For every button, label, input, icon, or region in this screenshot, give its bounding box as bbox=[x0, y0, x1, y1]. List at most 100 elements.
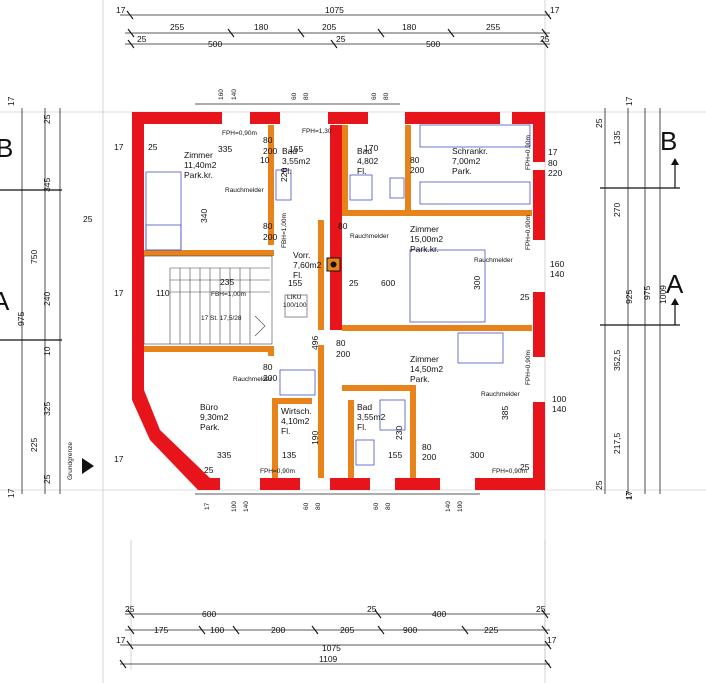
left-dim-17d: 17 bbox=[114, 288, 124, 298]
win-top-160: 160 bbox=[218, 89, 225, 100]
door-dim-200d: 200 bbox=[410, 165, 424, 175]
room-8-area: 4,10m2 bbox=[281, 416, 310, 426]
rauchmelder-4: Rauchmelder bbox=[233, 376, 272, 383]
rauchmelder-5: Rauchmelder bbox=[481, 391, 520, 398]
door-dim-200a: 200 bbox=[263, 146, 277, 156]
top-dimensions: 17 1075 17 255 180 205 180 255 25 500 25… bbox=[116, 5, 560, 49]
fbh-label: FBH=1,00m bbox=[211, 291, 246, 298]
rauchmelder-2: Rauchmelder bbox=[350, 233, 389, 240]
top-dim-205: 205 bbox=[322, 22, 336, 32]
room-3-name: Schrankr. bbox=[452, 146, 488, 156]
top-dim-25b: 25 bbox=[336, 34, 346, 44]
right-dim-352: 352,5 bbox=[612, 349, 622, 371]
door-dim-80f: 80 bbox=[263, 362, 273, 372]
inner-walls bbox=[144, 125, 532, 478]
room-3-area: 7,00m2 bbox=[452, 156, 481, 166]
left-dim-750: 750 bbox=[29, 250, 39, 264]
room-2-name: Bad bbox=[357, 146, 372, 156]
section-b-left: B bbox=[0, 133, 13, 163]
right-dim-100: 100 bbox=[552, 394, 566, 404]
door-dim-80e: 80 bbox=[336, 338, 346, 348]
bot-dim-25b: 25 bbox=[367, 604, 377, 614]
room-1-area: 3,55m2 bbox=[282, 156, 311, 166]
inner-dim-300b: 300 bbox=[470, 450, 484, 460]
bot-dim-600: 600 bbox=[202, 609, 216, 619]
top-dim-17b: 17 bbox=[550, 5, 560, 15]
inner-dim-25d: 25 bbox=[204, 465, 214, 475]
inner-dim-155b: 155 bbox=[288, 278, 302, 288]
fph-label-5: FPH=0,90m bbox=[525, 135, 532, 170]
inner-dim-340: 340 bbox=[199, 209, 209, 223]
bot-dim-100: 100 bbox=[210, 625, 224, 635]
win-bot-60b: 60 bbox=[373, 502, 380, 510]
inner-dim-335a: 335 bbox=[218, 144, 232, 154]
room-1-name: Bad bbox=[282, 146, 297, 156]
room-9-area: 3,55m2 bbox=[357, 412, 386, 422]
left-dim-225: 225 bbox=[29, 438, 39, 452]
room-6-name: Zimmer bbox=[410, 354, 439, 364]
win-bot-60a: 60 bbox=[303, 502, 310, 510]
top-dim-25c: 25 bbox=[540, 34, 550, 44]
door-dim-80c: 80 bbox=[338, 221, 348, 231]
win-top-60a: 60 bbox=[291, 92, 298, 100]
left-dim-345: 345 bbox=[42, 178, 52, 192]
inner-dim-600: 600 bbox=[381, 278, 395, 288]
right-dim-975: 975 bbox=[642, 286, 652, 300]
win-top-140: 140 bbox=[231, 89, 238, 100]
inner-dim-496: 496 bbox=[310, 336, 320, 350]
inner-dim-135: 135 bbox=[282, 450, 296, 460]
inner-dim-235: 235 bbox=[220, 277, 234, 287]
win-bot-17a: 17 bbox=[204, 502, 211, 510]
top-dim-180b: 180 bbox=[402, 22, 416, 32]
left-dim-17a: 17 bbox=[6, 96, 16, 106]
room-0-floor: Park.kr. bbox=[184, 170, 213, 180]
win-top-60b: 60 bbox=[371, 92, 378, 100]
inner-dim-170: 170 bbox=[364, 143, 378, 153]
top-dim-500b: 500 bbox=[426, 39, 440, 49]
bot-dim-175: 175 bbox=[154, 625, 168, 635]
door-dim-200e: 200 bbox=[336, 349, 350, 359]
inner-dim-25c: 25 bbox=[520, 292, 530, 302]
bot-dim-1075: 1075 bbox=[322, 643, 341, 653]
room-4-name: Zimmer bbox=[410, 224, 439, 234]
left-dim-17c: 17 bbox=[114, 142, 124, 152]
win-top-80b: 80 bbox=[383, 92, 390, 100]
right-dim-270: 270 bbox=[612, 203, 622, 217]
outer-walls bbox=[132, 112, 545, 490]
right-dimensions: 25 135 270 160 140 352,5 100 140 217,5 2… bbox=[548, 96, 668, 500]
bot-dim-200: 200 bbox=[271, 625, 285, 635]
left-dimensions: 17 25 345 750 240 10 325 225 25 17 975 2… bbox=[6, 96, 124, 498]
grundgrenze-label: Grundgrenze bbox=[67, 442, 74, 480]
inner-dim-385: 385 bbox=[500, 406, 510, 420]
left-dim-10: 10 bbox=[42, 346, 52, 356]
room-7-name: Büro bbox=[200, 402, 218, 412]
bot-dim-900: 900 bbox=[403, 625, 417, 635]
win-top-80a: 80 bbox=[303, 92, 310, 100]
room-2-floor: Fl. bbox=[357, 166, 366, 176]
right-dim-80: 80 bbox=[548, 158, 558, 168]
left-dim-mid-25: 25 bbox=[83, 214, 93, 224]
door-dim-80a: 80 bbox=[263, 135, 273, 145]
door-dim-200b: 200 bbox=[263, 232, 277, 242]
right-dim-140a: 140 bbox=[550, 269, 564, 279]
liku-size: 100/100 bbox=[283, 302, 307, 309]
room-6-floor: Park. bbox=[410, 374, 430, 384]
inner-dim-10a: 10 bbox=[260, 155, 270, 165]
room-5-name: Vorr. bbox=[293, 250, 310, 260]
room-5-area: 7,60m2 bbox=[293, 260, 322, 270]
section-markers: B A B A bbox=[0, 126, 684, 341]
inner-dim-155a: 155 bbox=[289, 144, 303, 154]
room-5-floor: Fl. bbox=[293, 270, 302, 280]
top-dim-17a: 17 bbox=[116, 5, 126, 15]
room-7-area: 9,30m2 bbox=[200, 412, 229, 422]
top-dim-255a: 255 bbox=[170, 22, 184, 32]
inner-dim-335b: 335 bbox=[217, 450, 231, 460]
win-bot-140a: 140 bbox=[243, 501, 250, 512]
top-dim-255b: 255 bbox=[486, 22, 500, 32]
fph-label-1: FPH=0,90m bbox=[222, 130, 257, 137]
left-dim-25a: 25 bbox=[42, 114, 52, 124]
inner-dim-300a: 300 bbox=[472, 276, 482, 290]
room-labels: Zimmer 11,40m2 Park.kr. Bad 3,55m2 Fl. B… bbox=[184, 146, 488, 436]
room-0-name: Zimmer bbox=[184, 150, 213, 160]
